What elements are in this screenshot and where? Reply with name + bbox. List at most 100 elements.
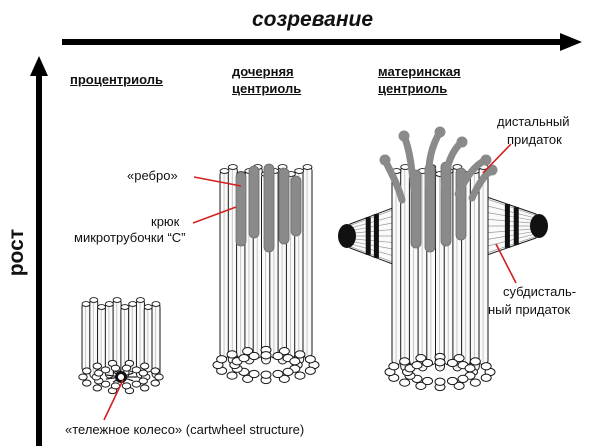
tube-end — [120, 304, 130, 310]
tube-cross-section — [131, 380, 142, 388]
rib-hook — [290, 175, 302, 237]
tube-cross-section — [92, 384, 103, 392]
maturation-axis-label: созревание — [252, 8, 374, 31]
maturation-arrow — [62, 33, 582, 51]
tube-end — [227, 164, 238, 170]
tube-cross-section — [399, 357, 411, 366]
tube-cross-section — [139, 362, 150, 370]
rib-label: «ребро» — [127, 168, 178, 183]
tube-cross-section — [78, 373, 88, 381]
tube-cross-section — [100, 366, 111, 374]
tube-cross-section — [457, 374, 469, 383]
tube-cross-section — [272, 351, 284, 361]
tube-cross-section — [238, 354, 250, 363]
tube-cross-section — [121, 382, 132, 390]
right-cone-fiber — [483, 204, 537, 219]
tube-cross-section — [150, 367, 160, 375]
distal-appendage-tip — [456, 136, 468, 148]
subdistal-label-line2: ный придаток — [488, 302, 571, 317]
tube-cross-section — [260, 351, 272, 360]
subdistal-appendage-left — [338, 205, 399, 267]
tube-cross-section — [226, 371, 238, 380]
tube-cross-section — [434, 377, 446, 386]
tube-cross-section — [415, 381, 427, 390]
distal-appendage-tip — [434, 126, 446, 138]
tube-cross-section — [139, 384, 150, 392]
tube-cross-section — [453, 381, 465, 390]
tube-cross-section — [100, 380, 111, 388]
tube-cross-section — [216, 355, 228, 364]
tube-cross-section — [92, 362, 103, 370]
tube-cross-section — [480, 373, 492, 382]
stage-daughter-line2: центриоль — [232, 81, 302, 96]
tube-end — [112, 297, 122, 303]
procentriole-drawing — [78, 297, 164, 395]
tube-cross-section — [242, 374, 254, 383]
hook-label-line2: микротрубочки “С” — [74, 230, 186, 245]
left-cone-band — [373, 214, 379, 258]
left-cone-knob — [338, 224, 356, 248]
subdistal-label-line1: субдисталь- — [503, 284, 577, 299]
tube-cross-section — [248, 369, 260, 379]
tube-cross-section — [304, 366, 316, 375]
tube-cross-section — [464, 364, 476, 373]
right-cone-fiber — [483, 197, 537, 216]
distal-label-line2: придаток — [507, 132, 562, 147]
tube-cross-section — [272, 369, 284, 379]
tube-cross-section — [282, 367, 294, 376]
rib-pointer — [193, 176, 242, 187]
tube-cross-section — [82, 367, 92, 375]
tube-end — [89, 297, 99, 303]
tube-cross-section — [446, 376, 458, 386]
subdistal-pointer — [495, 243, 517, 284]
rib-hook — [248, 165, 260, 239]
distal-appendages-drawing — [379, 126, 498, 204]
distal-appendage-tip — [486, 164, 498, 176]
tube-end — [97, 304, 107, 310]
tube-cross-section — [480, 362, 492, 371]
growth-axis-label: рост — [5, 228, 29, 277]
distal-appendage-tip — [379, 154, 391, 166]
tube-cross-section — [469, 357, 481, 366]
hook-pointer — [192, 206, 237, 224]
distal-appendage-tip — [398, 130, 410, 142]
distal-label-line1: дистальный — [497, 114, 570, 129]
tube-cross-section — [278, 347, 290, 356]
hook-label-line1: крюк — [151, 214, 180, 229]
tube-cross-section — [453, 354, 465, 363]
tube-cross-section — [304, 355, 316, 364]
tube-cross-section — [446, 358, 458, 368]
tube-end — [143, 304, 153, 310]
tube-cross-section — [82, 379, 92, 387]
daughter-centriole-drawing — [212, 163, 320, 385]
tube-cross-section — [411, 361, 423, 370]
right-cone-fiber — [483, 233, 537, 248]
tube-cross-section — [242, 347, 254, 356]
right-cone-fiber — [483, 228, 537, 234]
pointer-lines — [103, 143, 517, 421]
tube-cross-section — [388, 362, 400, 371]
cartwheel-hub-center — [118, 374, 124, 380]
stage-daughter-line1: дочерняя — [232, 64, 294, 79]
tube-cross-section — [422, 358, 434, 368]
stage-procentriole: процентриоль — [70, 72, 163, 87]
tube-cross-section — [399, 378, 411, 387]
cartwheel-label: «тележное колесо» (cartwheel structure) — [65, 422, 305, 437]
subdistal-appendage-right — [483, 195, 548, 257]
growth-arrow — [30, 56, 48, 446]
tube-cross-section — [121, 364, 132, 372]
tube-end — [294, 168, 305, 174]
tube-cross-section — [469, 378, 481, 387]
right-cone-knob — [530, 214, 548, 238]
tube-end — [104, 301, 114, 307]
tube-end — [81, 301, 91, 307]
cartwheel-pointer — [103, 379, 124, 421]
tube-end — [219, 168, 230, 174]
tube-cross-section — [94, 369, 104, 377]
tube-cross-section — [138, 377, 148, 385]
tube-cross-section — [138, 369, 148, 377]
tube-cross-section — [294, 371, 306, 380]
distal-appendage-tip — [480, 154, 492, 166]
tube-cross-section — [294, 350, 306, 359]
